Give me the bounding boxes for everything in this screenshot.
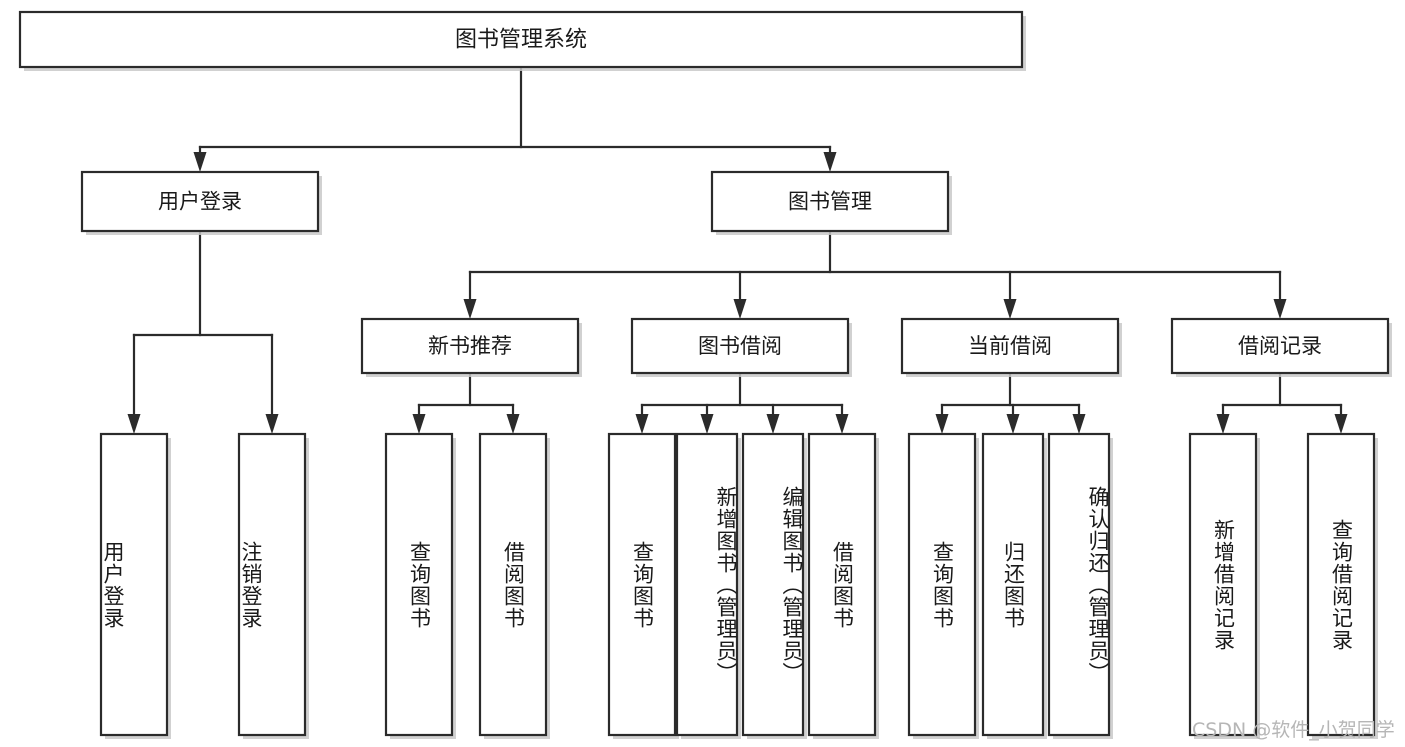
node-current-borrow[interactable] [900, 317, 1122, 377]
node-user-login[interactable] [80, 170, 322, 235]
node-label-book-borrow: 图书借阅 [698, 334, 782, 358]
csdn-watermark: CSDN @软件_小贺同学 [1192, 719, 1395, 741]
leaf-leaf-edit-book-admin[interactable] [741, 432, 807, 739]
leaf-leaf-query-books-rec[interactable] [384, 432, 456, 739]
arrow-head-icon [1072, 414, 1086, 434]
arrow-head-icon [463, 299, 477, 319]
node-new-book-recommend[interactable] [360, 317, 582, 377]
node-root[interactable] [18, 10, 1026, 71]
arrow-head-icon [700, 414, 714, 434]
arrow-head-icon [1216, 414, 1230, 434]
arrow-head-icon [935, 414, 949, 434]
arrow-head-icon [766, 414, 780, 434]
connector-recommend-to-leaves [412, 372, 520, 434]
arrow-head-icon [412, 414, 426, 434]
node-book-management[interactable] [710, 170, 952, 235]
leaf-leaf-add-book-admin[interactable] [675, 432, 741, 739]
node-label-book-management: 图书管理 [788, 190, 872, 214]
leaf-leaf-logout[interactable] [237, 432, 309, 739]
arrow-head-icon [733, 299, 747, 319]
node-label-user-login: 用户登录 [158, 190, 242, 214]
node-label-root: 图书管理系统 [455, 28, 587, 53]
node-book-borrow[interactable] [630, 317, 852, 377]
arrow-head-icon [1273, 299, 1287, 319]
leaf-leaf-add-borrow-record[interactable] [1188, 432, 1260, 739]
leaf-leaf-borrow-books-rec[interactable] [478, 432, 550, 739]
leaf-leaf-return-book[interactable] [981, 432, 1047, 739]
connectors-layer [127, 67, 1348, 434]
leaf-leaf-query-books-current[interactable] [907, 432, 979, 739]
connector-current-to-leaves [935, 372, 1086, 434]
node-label-new-book-recommend: 新书推荐 [428, 334, 512, 358]
leaf-leaf-confirm-return-admin[interactable] [1047, 432, 1113, 739]
node-borrow-records[interactable] [1170, 317, 1392, 377]
arrow-head-icon [1006, 414, 1020, 434]
arrow-head-icon [193, 152, 207, 172]
boxes-layer [18, 10, 1392, 739]
leaf-leaf-borrow-book[interactable] [807, 432, 879, 739]
arrow-head-icon [127, 414, 141, 434]
arrow-head-icon [506, 414, 520, 434]
arrow-head-icon [1003, 299, 1017, 319]
connector-bookmgmt-to-level2 [463, 230, 1287, 319]
arrow-head-icon [1334, 414, 1348, 434]
arrow-head-icon [635, 414, 649, 434]
node-label-borrow-records: 借阅记录 [1238, 334, 1322, 358]
connector-userlogin-to-leaves [127, 230, 279, 434]
leaf-leaf-query-borrow-record[interactable] [1306, 432, 1378, 739]
connector-records-to-leaves [1216, 372, 1348, 434]
node-label-current-borrow: 当前借阅 [968, 334, 1052, 358]
connector-borrow-to-leaves [635, 372, 849, 434]
leaf-leaf-user-login[interactable] [99, 432, 171, 739]
arrow-head-icon [265, 414, 279, 434]
arrow-head-icon [823, 152, 837, 172]
arrow-head-icon [835, 414, 849, 434]
leaf-leaf-query-books-borrow[interactable] [607, 432, 679, 739]
connector-root-to-level1 [193, 67, 837, 172]
